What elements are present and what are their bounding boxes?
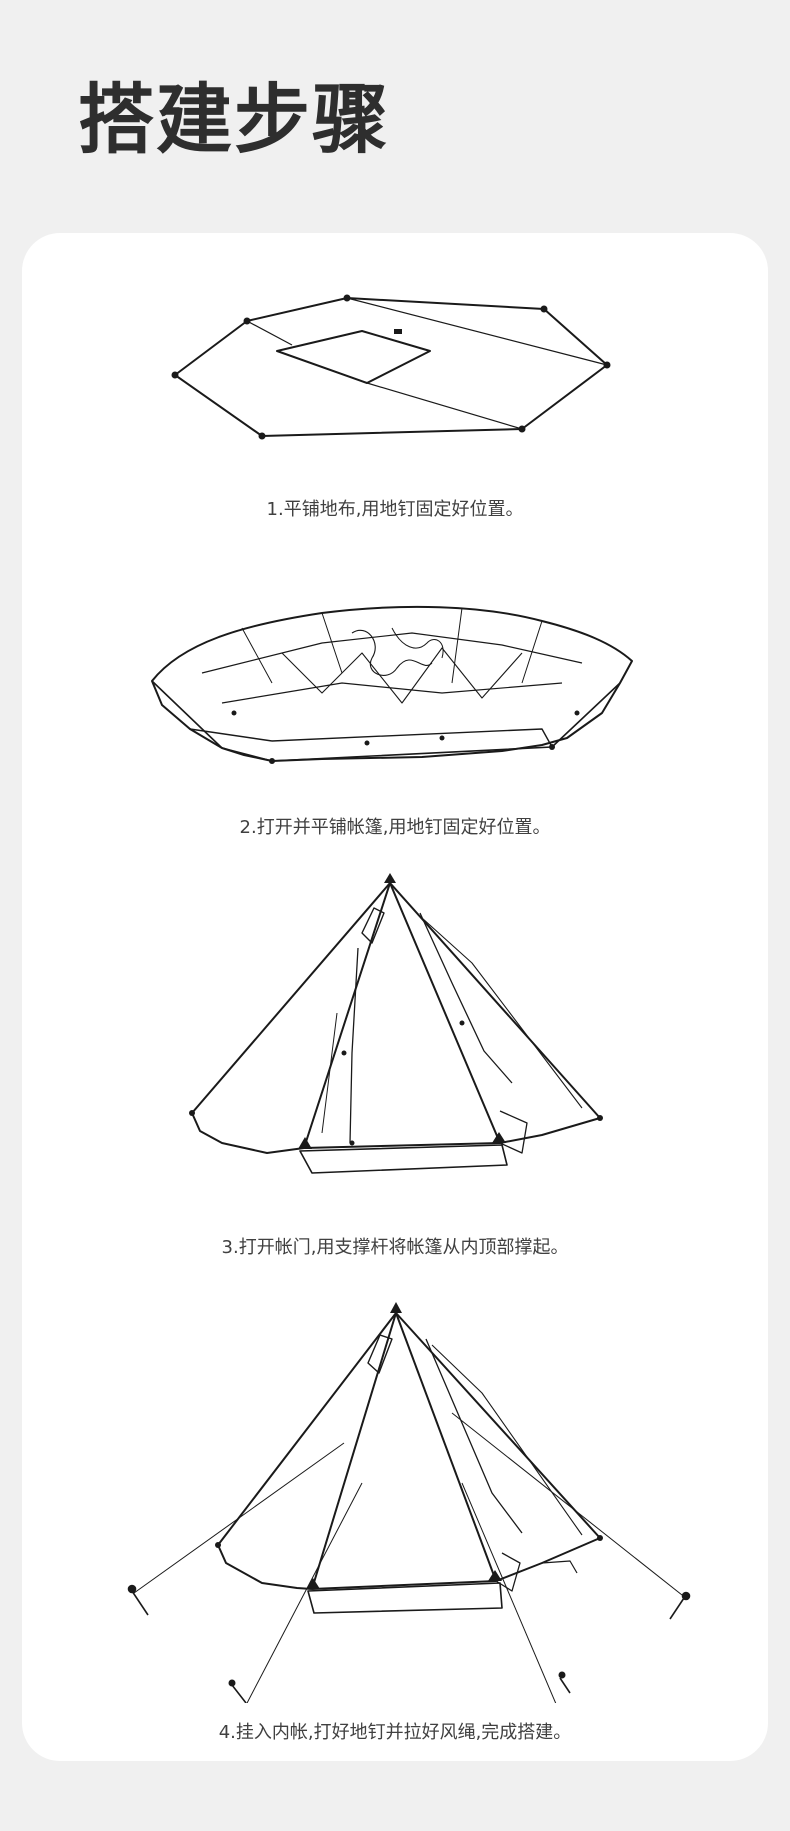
step-caption: 4.挂入内帐,打好地钉并拉好风绳,完成搭建。 [218, 1722, 572, 1743]
finished-tent-icon [127, 1302, 691, 1703]
steps-card: 1.平铺地布,用地钉固定好位置。 [22, 233, 768, 1761]
step-caption: 2.打开并平铺帐篷,用地钉固定好位置。 [239, 817, 551, 838]
step-1: 1.平铺地布,用地钉固定好位置。 [22, 233, 768, 533]
step-2: 2.打开并平铺帐篷,用地钉固定好位置。 [22, 533, 768, 853]
step-4: 4.挂入内帐,打好地钉并拉好风绳,完成搭建。 [22, 1263, 768, 1761]
raised-tent-icon [189, 873, 603, 1174]
page-title: 搭建步骤 [78, 75, 390, 164]
flat-tent-icon [151, 605, 633, 764]
ground-sheet-icon [171, 294, 611, 440]
step-caption: 3.打开帐门,用支撑杆将帐篷从内顶部撑起。 [221, 1237, 569, 1258]
step-caption: 1.平铺地布,用地钉固定好位置。 [266, 499, 524, 520]
step-3: 3.打开帐门,用支撑杆将帐篷从内顶部撑起。 [22, 853, 768, 1263]
